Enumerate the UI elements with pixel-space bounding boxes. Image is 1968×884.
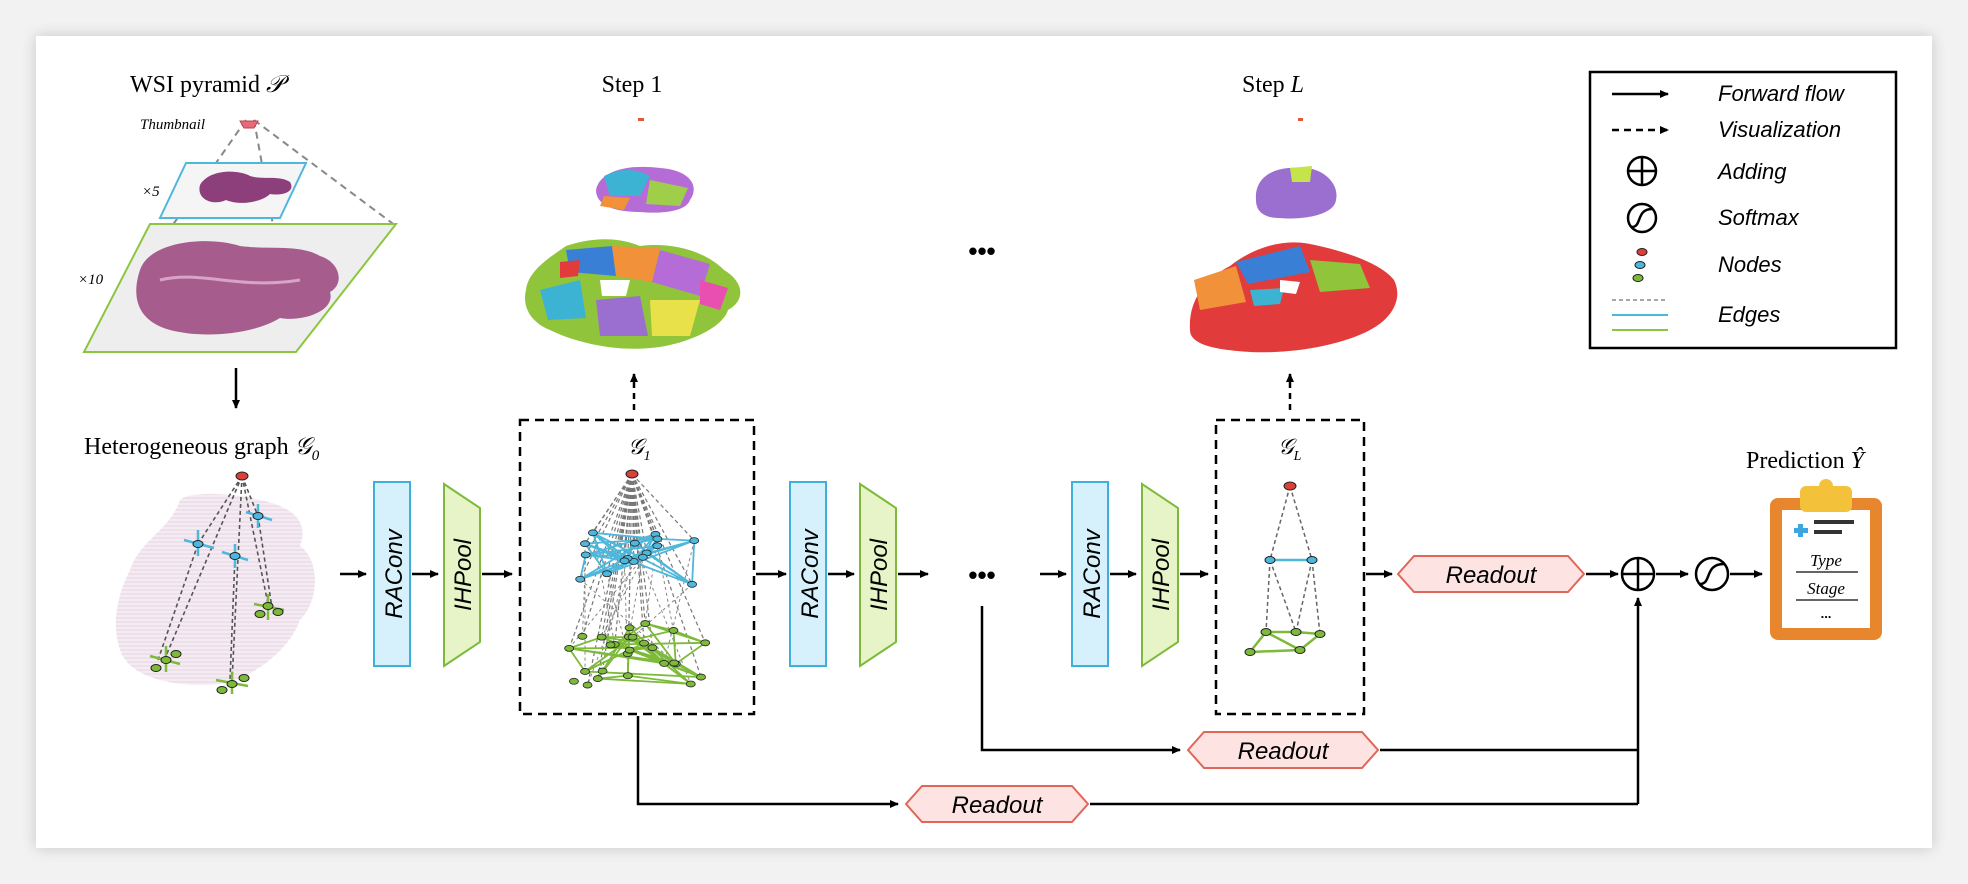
raconv-block-L: RAConv <box>1071 481 1109 667</box>
g1-green-node <box>700 639 711 647</box>
wsi-pyramid: WSI pyramid 𝒫 Thumbnail ×5 ×10 <box>78 72 399 353</box>
stepL-graph-box: 𝒢L <box>1214 418 1366 716</box>
legend-softmax-icon <box>1626 202 1658 234</box>
g1-green-node <box>669 659 680 667</box>
prediction-title: Prediction Ŷ <box>1746 448 1867 474</box>
stepL-title: Step L <box>1242 72 1304 98</box>
svg-text:...: ... <box>1821 606 1832 621</box>
g1-green-node <box>624 646 635 654</box>
x5-tissue <box>199 171 292 203</box>
svg-text:RAConv: RAConv <box>797 527 824 618</box>
g1-green-node <box>685 680 696 688</box>
g1-blue-node <box>652 535 663 543</box>
g1-green-node <box>592 675 603 682</box>
g1-green-node <box>696 673 706 681</box>
step1-graph-box: 𝒢1 <box>518 418 756 716</box>
softmax-operator <box>1694 556 1730 592</box>
g1-green-node <box>640 620 651 627</box>
g1-green-node <box>577 632 588 640</box>
gL-label: 𝒢L <box>1278 434 1302 464</box>
legend-edges: Edges <box>1718 302 1780 327</box>
readout-1: Readout <box>904 785 1090 823</box>
g1-blue-node <box>687 580 697 588</box>
g1-blue-node <box>575 575 586 583</box>
svg-text:IHPool: IHPool <box>1148 538 1175 611</box>
ihpool-block-1: IHPool <box>443 482 481 668</box>
g1-blue-node <box>637 553 648 561</box>
clipboard-icon: Type Stage ... <box>1770 479 1882 640</box>
g1-green-node <box>564 644 575 652</box>
step1-visualization <box>525 118 741 349</box>
legend-visualization: Visualization <box>1718 117 1841 142</box>
g1-blue-node <box>588 529 598 537</box>
legend-adding-icon <box>1626 155 1658 187</box>
raconv-block-1: RAConv <box>373 481 411 667</box>
legend-nodes: Nodes <box>1718 252 1782 277</box>
ihpool-block-2: IHPool <box>859 482 897 668</box>
g1-green-node <box>668 627 679 634</box>
g1-blue-node <box>580 551 591 559</box>
legend: Forward flow Visualization Adding Softma… <box>1588 70 1898 350</box>
raconv-block-2: RAConv <box>789 481 827 667</box>
g1-blue-node <box>580 540 590 548</box>
graph0-root-node <box>235 471 249 481</box>
g1-blue-node <box>689 537 700 544</box>
heterogeneous-graph: Heterogeneous graph 𝒢0 <box>84 434 320 694</box>
adding-operator <box>1620 556 1656 592</box>
thumbnail-plane <box>239 120 259 129</box>
g1-green-node <box>639 639 649 647</box>
svg-text:Readout: Readout <box>1446 562 1538 589</box>
g1-green-node <box>580 668 590 675</box>
g1-blue-node <box>602 570 612 578</box>
thumbnail-label: Thumbnail <box>140 117 205 133</box>
legend-forward-flow: Forward flow <box>1718 81 1846 106</box>
g1-blue-node <box>629 539 640 547</box>
readout-mid: Readout <box>1186 731 1380 769</box>
ellipsis-top: ••• <box>968 236 995 266</box>
g1-graph <box>564 469 711 689</box>
g1-green-node <box>596 633 607 641</box>
g1-root-node <box>625 469 639 479</box>
g1-green-node <box>605 641 616 649</box>
svg-text:Readout: Readout <box>952 792 1044 819</box>
g1-blue-node <box>652 542 663 550</box>
g1-green-node <box>659 660 670 667</box>
g1-green-node <box>597 667 608 675</box>
g1-green-node <box>627 633 638 641</box>
svg-text:IHPool: IHPool <box>450 538 477 611</box>
readout-L: Readout <box>1396 555 1586 593</box>
svg-text:RAConv: RAConv <box>381 527 408 618</box>
x10-tissue <box>136 241 339 335</box>
g1-green-node <box>569 677 579 685</box>
step1-title: Step 1 <box>602 72 663 98</box>
level-x5-label: ×5 <box>142 184 160 200</box>
legend-adding: Adding <box>1716 159 1787 184</box>
ellipsis-mid: ••• <box>968 560 995 590</box>
svg-text:RAConv: RAConv <box>1079 527 1106 618</box>
ihpool-block-L: IHPool <box>1141 482 1179 668</box>
graph0-title: Heterogeneous graph 𝒢0 <box>84 434 320 464</box>
svg-text:Readout: Readout <box>1238 738 1330 765</box>
pyramid-title: WSI pyramid 𝒫 <box>130 72 290 98</box>
graph0-tissue <box>115 493 315 685</box>
g1-blue-node <box>619 557 630 565</box>
g1-green-node <box>622 672 633 680</box>
g1-label: 𝒢1 <box>628 434 651 464</box>
svg-text:IHPool: IHPool <box>866 538 893 611</box>
legend-softmax: Softmax <box>1718 205 1800 230</box>
g1-green-node <box>647 644 658 652</box>
svg-text:Stage: Stage <box>1807 579 1845 598</box>
g1-green-node <box>582 681 593 689</box>
legend-nodes-icon <box>1632 248 1648 282</box>
svg-text:Type: Type <box>1810 551 1842 570</box>
stepL-visualization <box>1189 118 1398 353</box>
legend-edges-icon <box>1612 299 1668 331</box>
g1-green-node <box>624 624 635 632</box>
level-x10-label: ×10 <box>78 272 104 288</box>
